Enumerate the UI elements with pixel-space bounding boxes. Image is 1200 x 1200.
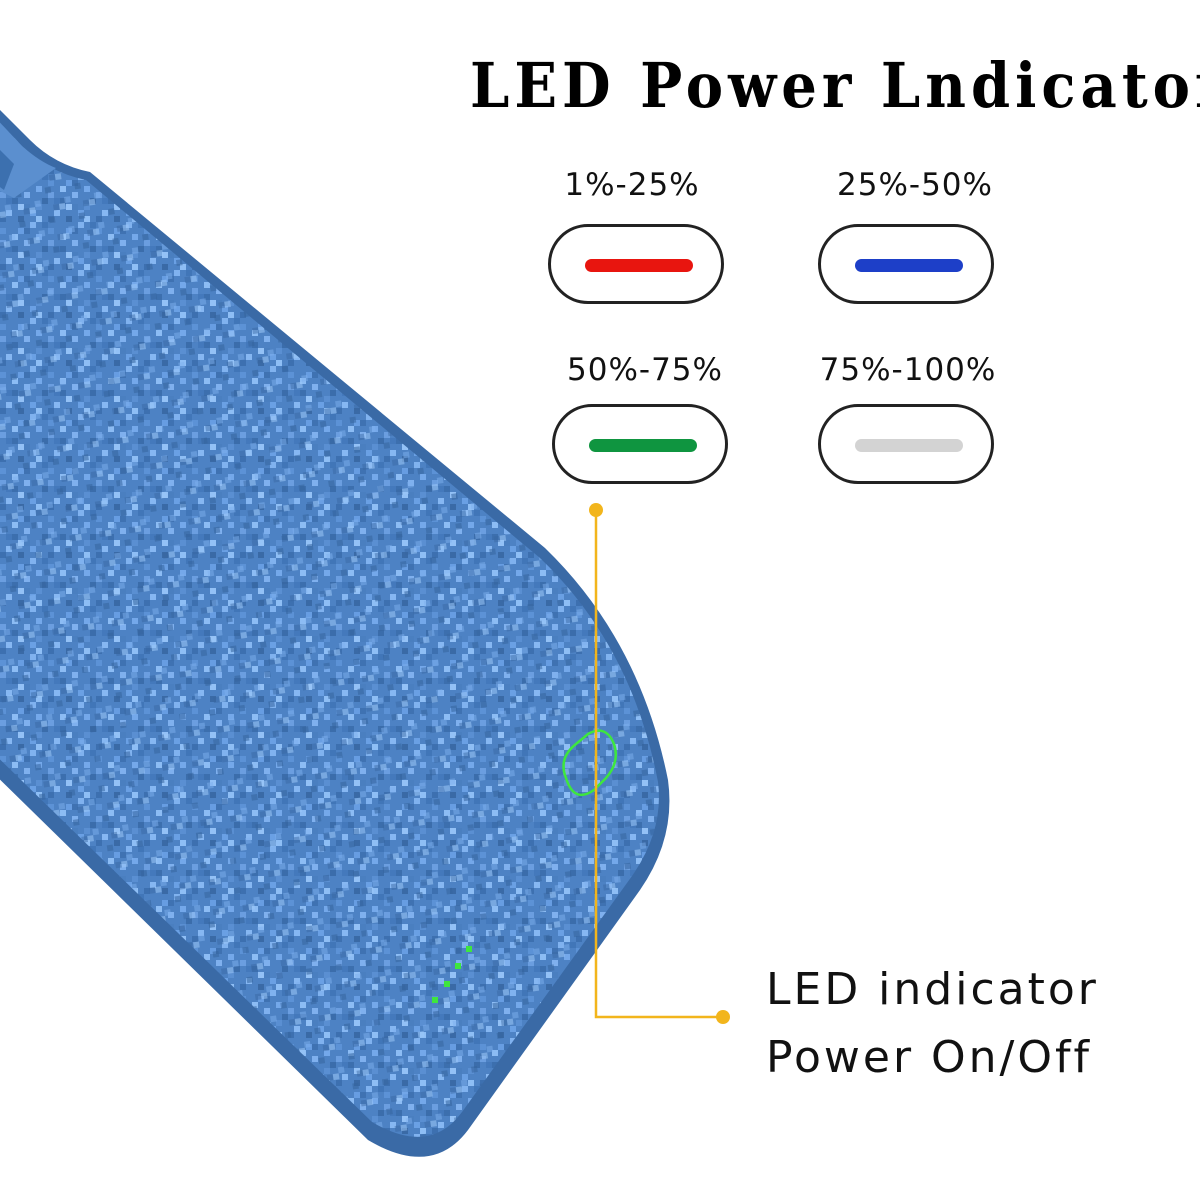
led-pill-2 (818, 224, 994, 304)
led-bar-gray (855, 439, 963, 452)
led-bar-red (585, 259, 693, 272)
callout-led-indicator: LED indicator (766, 964, 1099, 1015)
callout-dot-top (589, 503, 603, 517)
range-label-1: 1%-25% (564, 167, 700, 203)
range-label-3: 50%-75% (567, 352, 723, 388)
led-pill-1 (548, 224, 724, 304)
led-pill-4 (818, 404, 994, 484)
led-dot-4 (466, 946, 472, 952)
led-dot-1 (432, 997, 438, 1003)
range-label-4: 75%-100% (819, 352, 997, 388)
led-bar-green (589, 439, 697, 452)
callout-dot-end (716, 1010, 730, 1024)
led-power-button (562, 729, 617, 797)
led-dot-2 (444, 981, 450, 987)
callout-power-on-off: Power On/Off (766, 1032, 1092, 1083)
range-label-2: 25%-50% (837, 167, 993, 203)
led-dot-3 (455, 963, 461, 969)
callout-line (594, 510, 722, 1019)
led-pill-3 (552, 404, 728, 484)
led-bar-blue (855, 259, 963, 272)
power-bank-cap (0, 122, 56, 198)
page-title: LED Power Lndicator (470, 49, 1200, 123)
